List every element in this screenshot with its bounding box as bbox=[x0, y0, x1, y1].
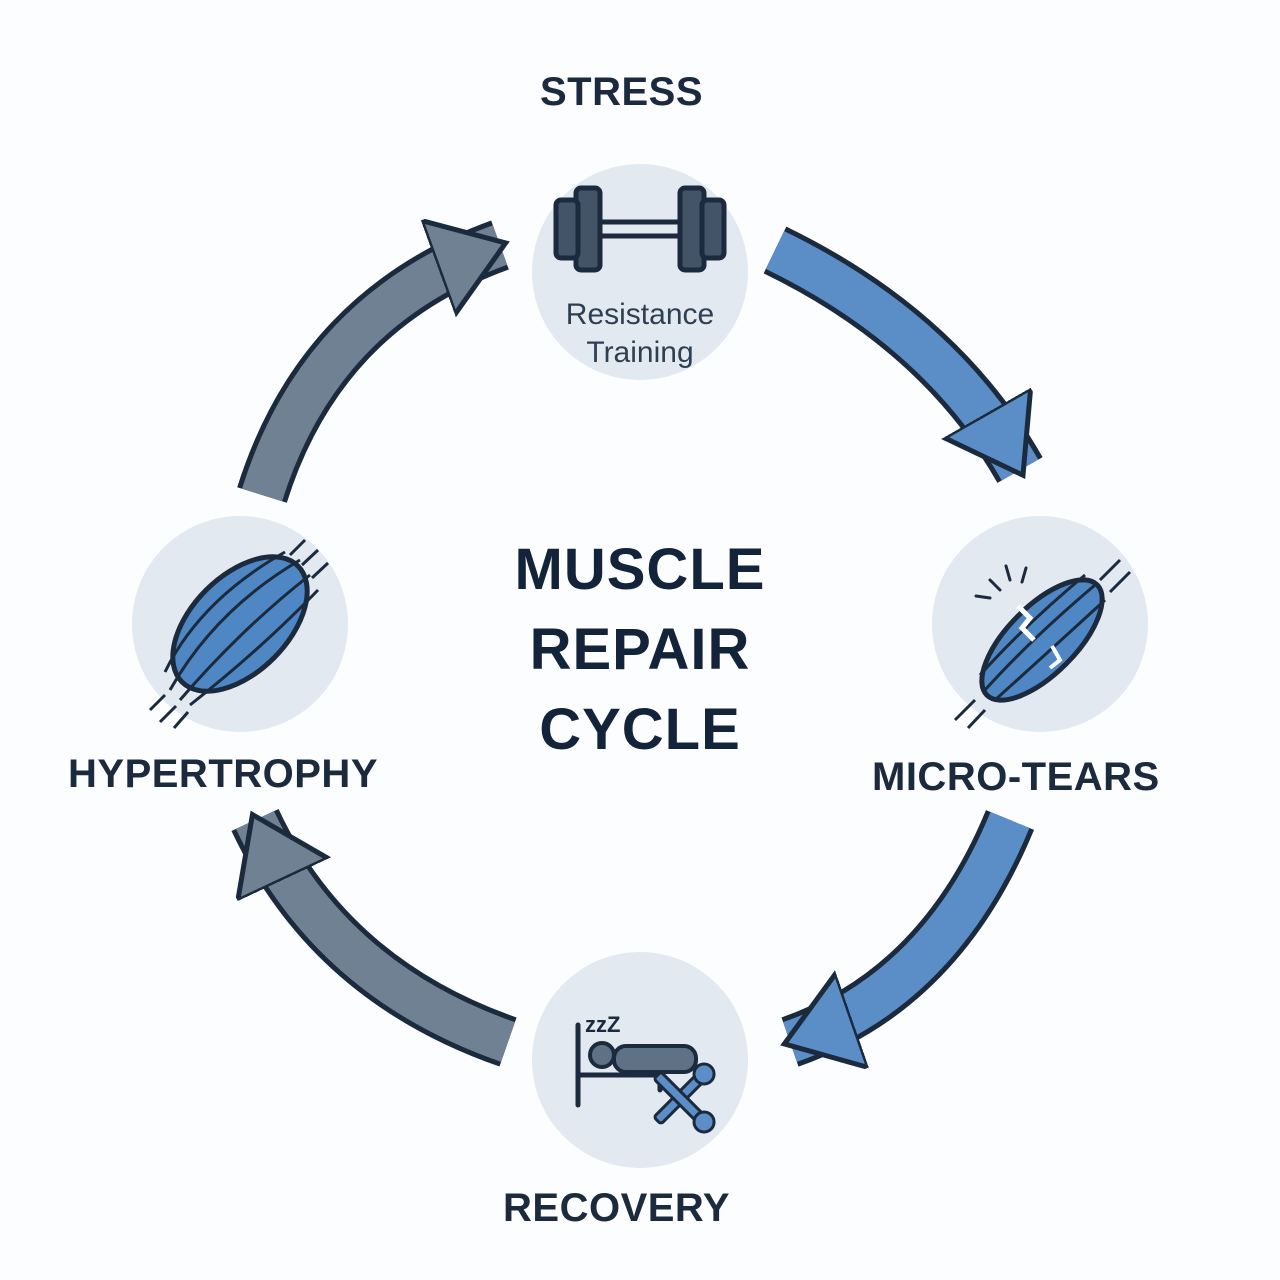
stress-subtitle-line2: Training bbox=[586, 336, 694, 369]
arrow-recovery-to-hypertrophy bbox=[231, 808, 517, 1067]
arrow-stress-to-micro-tears bbox=[763, 226, 1043, 484]
diagram-title-line1: MUSCLE bbox=[514, 537, 766, 602]
diagram-title-line2: REPAIR bbox=[529, 617, 751, 682]
micro-tears-label: MICRO-TEARS bbox=[872, 755, 1160, 799]
sleep-repair-icon: zzZ bbox=[575, 1012, 716, 1134]
arrow-micro-tears-to-recovery bbox=[790, 810, 1035, 1042]
stress-subtitle-line1: Resistance bbox=[565, 298, 715, 331]
diagram-title: MUSCLE REPAIR CYCLE bbox=[440, 530, 840, 770]
dumbbell-icon bbox=[553, 185, 727, 273]
sleep-z-glyph: zzZ bbox=[585, 1012, 620, 1037]
recovery-label: RECOVERY bbox=[503, 1186, 731, 1230]
hypertrophy-label: HYPERTROPHY bbox=[68, 752, 378, 796]
stress-label: STRESS bbox=[540, 70, 704, 114]
wrench-icon-crossed bbox=[653, 1071, 716, 1134]
arrow-hypertrophy-to-stress bbox=[237, 245, 500, 503]
diagram-title-line3: CYCLE bbox=[539, 697, 741, 762]
muscle-fiber-icon bbox=[148, 538, 330, 729]
torn-muscle-icon bbox=[953, 558, 1132, 730]
stress-subtitle: Resistance Training bbox=[540, 296, 740, 372]
